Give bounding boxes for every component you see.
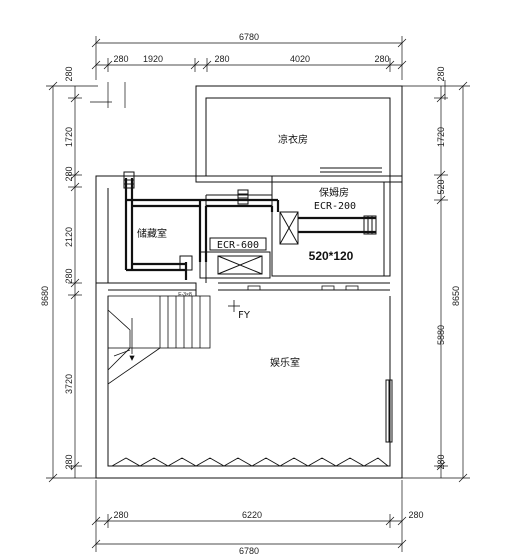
- room-label-entertainment: 娱乐室: [270, 356, 300, 369]
- dim-top-total: 6780: [239, 32, 259, 42]
- curtain-line: [111, 457, 389, 467]
- dim-bottom-seg: 6220: [242, 510, 262, 520]
- room-label-nanny: 保姆房: [319, 186, 349, 199]
- dimension-text: 6780 280 1920 280 4020 280 280 6220 280 …: [40, 32, 461, 556]
- room-label-laundry: 凉衣房: [278, 133, 308, 146]
- dim-bottom-total: 6780: [239, 546, 259, 556]
- dim-right-seg: 1720: [436, 127, 446, 147]
- dim-right-seg: 5880: [436, 325, 446, 345]
- dim-left-seg: 3720: [64, 374, 74, 394]
- small-label: E-3×8: [178, 292, 192, 298]
- dim-top-seg: 4020: [290, 54, 310, 64]
- dim-right-seg: 280: [436, 454, 446, 469]
- floor-drain-label: FY: [238, 310, 251, 321]
- dim-left-total: 8680: [40, 286, 50, 306]
- dim-bottom-seg: 280: [408, 510, 423, 520]
- dim-left-seg: 280: [64, 66, 74, 81]
- duct-coil: [123, 171, 249, 271]
- dim-right-total: 8650: [451, 286, 461, 306]
- dim-top-seg: 280: [214, 54, 229, 64]
- equipment-label-ecr600: ECR-600: [217, 240, 259, 251]
- dim-top-seg: 280: [374, 54, 389, 64]
- dimension-lines: [46, 36, 470, 552]
- walls: [95, 85, 403, 479]
- dim-left-seg: 280: [64, 454, 74, 469]
- dim-left-seg: 280: [64, 166, 74, 181]
- dim-left-seg: 2120: [64, 227, 74, 247]
- room-label-storage: 储藏室: [137, 227, 167, 240]
- dim-left-seg: 1720: [64, 127, 74, 147]
- dim-right-seg: 280: [436, 66, 446, 81]
- dim-left-seg: 280: [64, 268, 74, 283]
- staircase: [107, 295, 211, 385]
- dim-top-seg: 280: [113, 54, 128, 64]
- dim-right-seg: 520: [436, 179, 446, 194]
- vent-markers: [228, 285, 359, 312]
- ecr-200-unit: [279, 211, 377, 245]
- ecr-600-unit: [199, 237, 271, 279]
- dim-bottom-seg: 280: [113, 510, 128, 520]
- dim-top-seg: 1920: [143, 54, 163, 64]
- duct-size-label: 520*120: [309, 249, 354, 263]
- equipment-label-ecr200: ECR-200: [314, 201, 356, 212]
- window: [385, 379, 393, 443]
